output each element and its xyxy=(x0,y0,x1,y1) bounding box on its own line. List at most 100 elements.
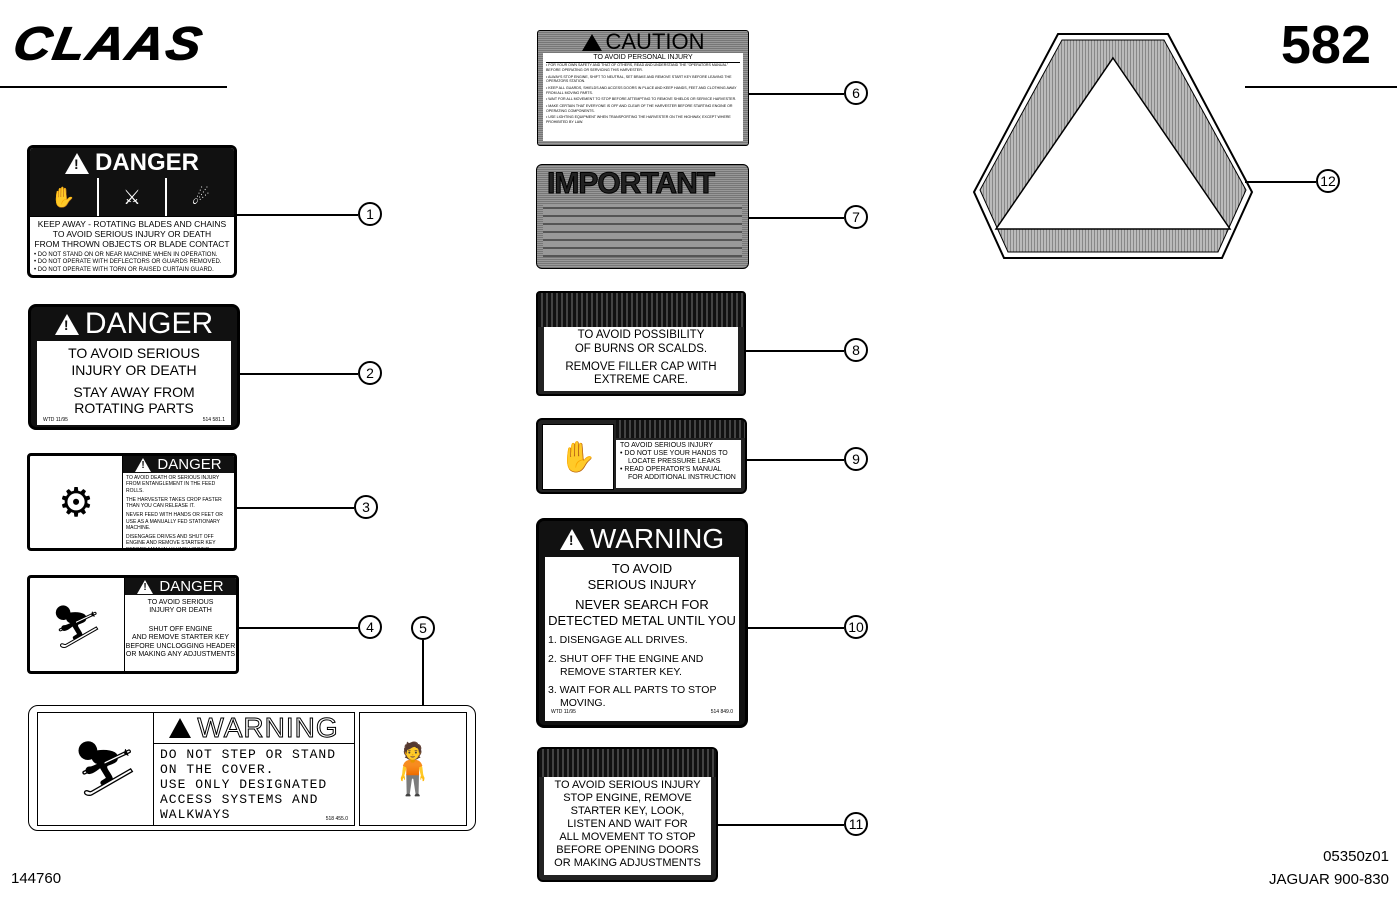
label-11-line7: OR MAKING ADJUSTMENTS xyxy=(554,857,701,869)
callout-12: 12 xyxy=(1316,169,1340,193)
callout-8: 8 xyxy=(844,338,868,362)
label-5-code: 518 455.0 xyxy=(325,816,348,822)
label-11-line2: STOP ENGINE, REMOVE xyxy=(563,792,692,804)
label-2-danger-rotating-parts: DANGER TO AVOID SERIOUS INJURY OR DEATH … xyxy=(28,304,240,430)
label-4-title: DANGER xyxy=(159,578,224,595)
label-2-line3: STAY AWAY FROM xyxy=(73,383,195,400)
leader-9 xyxy=(747,459,844,461)
label-11-line5: ALL MOVEMENT TO STOP xyxy=(559,831,696,843)
label-1-line2: TO AVOID SERIOUS INJURY OR DEATH xyxy=(52,229,212,240)
blade-pictogram-icon: ⚔ xyxy=(98,178,168,216)
page-number: 582 xyxy=(1280,15,1371,75)
label-11-header-graphic xyxy=(539,749,716,777)
label-9-pressure-leaks: ✋ TO AVOID SERIOUS INJURY • DO NOT USE Y… xyxy=(536,418,747,494)
label-7-important: IMPORTANT xyxy=(536,164,749,269)
label-9-line1: TO AVOID SERIOUS INJURY xyxy=(620,442,713,449)
label-4-line5: BEFORE UNCLOGGING HEADER xyxy=(125,642,236,650)
callout-4: 4 xyxy=(358,615,382,639)
label-1-danger-rotating-blades: DANGER ✋ ⚔ ☄ KEEP AWAY - ROTATING BLADES… xyxy=(27,145,237,278)
label-10-step1: 1. DISENGAGE ALL DRIVES. xyxy=(548,634,688,647)
slip-fall-pictogram-icon: ⛷ xyxy=(50,602,104,650)
claas-logo: CLAAS xyxy=(9,17,208,71)
label-9-header-graphic xyxy=(616,420,745,438)
label-11-line4: LISTEN AND WAIT FOR xyxy=(567,818,688,830)
label-7-body-illegible xyxy=(543,205,742,257)
slow-moving-vehicle-emblem xyxy=(972,33,1254,259)
leader-12 xyxy=(1245,181,1316,183)
label-2-title: DANGER xyxy=(84,307,214,340)
label-5-line3: USE ONLY DESIGNATED xyxy=(160,777,328,792)
leader-2 xyxy=(240,373,358,375)
label-3-danger-feed-rolls: ⚙ DANGER TO AVOID DEATH OR SERIOUS INJUR… xyxy=(27,453,237,551)
label-10-code-left: WTD 11/95 xyxy=(551,709,576,716)
label-4-line4: AND REMOVE STARTER KEY xyxy=(132,634,229,642)
callout-11: 11 xyxy=(844,812,868,836)
model-name: JAGUAR 900-830 xyxy=(1268,871,1389,888)
label-4-line6: OR MAKING ANY ADJUSTMENTS xyxy=(125,650,236,658)
leader-3 xyxy=(237,507,354,509)
label-6-bullet: • MAKE CERTAIN THAT EVERYONE IS OFF AND … xyxy=(546,104,733,113)
label-3-p3: NEVER FEED WITH HANDS OR FEET OR USE AS … xyxy=(126,512,223,531)
label-2-line2: INJURY OR DEATH xyxy=(71,361,197,378)
doc-number: 144760 xyxy=(11,870,62,887)
emblem-inner-triangle xyxy=(994,56,1232,230)
label-6-title: CAUTION xyxy=(605,30,705,54)
thrown-objects-pictogram-icon: ☄ xyxy=(167,178,234,216)
label-7-title: IMPORTANT xyxy=(547,167,716,201)
warning-triangle-icon xyxy=(169,718,192,738)
callout-7: 7 xyxy=(844,205,868,229)
label-2-code-right: 514 581.1 xyxy=(202,417,225,424)
label-10-step3: 3. WAIT FOR ALL PARTS TO STOP xyxy=(548,684,717,697)
label-1-line3: FROM THROWN OBJECTS OR BLADE CONTACT xyxy=(34,239,230,250)
callout-5: 5 xyxy=(411,616,435,640)
label-5-line4: ACCESS SYSTEMS AND xyxy=(160,792,319,807)
label-6-bullet: • ALWAYS STOP ENGINE, SHIFT TO NEUTRAL, … xyxy=(546,74,732,84)
label-6-bullet: • FOR YOUR OWN SAFETY AND THAT OF OTHERS… xyxy=(546,63,729,73)
label-6-bullet: • KEEP ALL GUARDS, SHIELDS AND ACCESS DO… xyxy=(546,86,737,95)
leader-11 xyxy=(718,824,844,826)
label-11-line1: TO AVOID SERIOUS INJURY xyxy=(554,779,701,791)
label-6-bullet: • USE LIGHTING EQUIPMENT WHEN TRANSPORTI… xyxy=(546,115,731,125)
label-1-bullet: • DO NOT OPERATE WITH TORN OR RAISED CUR… xyxy=(34,266,214,273)
label-9-line2: • DO NOT USE YOUR HANDS TO xyxy=(620,450,728,458)
leader-1 xyxy=(237,214,358,216)
label-10-step2: 2. SHUT OFF THE ENGINE AND xyxy=(548,652,704,665)
label-8-line4: EXTREME CARE. xyxy=(594,374,688,387)
label-4-line1: TO AVOID SERIOUS xyxy=(147,599,214,606)
label-10-line4: DETECTED METAL UNTIL YOU xyxy=(548,612,736,628)
callout-6: 6 xyxy=(844,81,868,105)
leader-8 xyxy=(746,350,844,352)
label-10-title: WARNING xyxy=(589,523,725,554)
leader-6 xyxy=(749,93,844,95)
label-11-line6: BEFORE OPENING DOORS xyxy=(556,844,699,856)
label-2-line1: TO AVOID SERIOUS xyxy=(68,345,200,361)
leader-5 xyxy=(422,640,424,705)
label-8-header-graphic xyxy=(538,293,744,327)
fluid-injection-pictogram-icon: ✋ xyxy=(542,424,614,490)
label-9-line3: LOCATE PRESSURE LEAKS xyxy=(628,458,721,466)
label-10-step2b: REMOVE STARTER KEY. xyxy=(560,665,682,678)
label-5-title: WARNING xyxy=(197,712,339,744)
label-1-title: DANGER xyxy=(94,149,199,176)
label-4-danger-unclogging: ⛷ DANGER TO AVOID SERIOUS INJURY OR DEAT… xyxy=(27,575,239,674)
label-5-warning-cover: ⛷ WARNING DO NOT STEP OR STAND ON THE CO… xyxy=(28,705,476,831)
label-10-line2: SERIOUS INJURY xyxy=(587,576,697,592)
label-10-warning-detected-metal: WARNING TO AVOID SERIOUS INJURY NEVER SE… xyxy=(536,518,748,728)
header-rule-right xyxy=(1245,86,1397,88)
label-2-code-left: WTD 11/95 xyxy=(43,417,68,424)
label-11-stop-engine: TO AVOID SERIOUS INJURY STOP ENGINE, REM… xyxy=(537,747,718,882)
label-11-line3: STARTER KEY, LOOK, xyxy=(570,805,685,817)
header-rule-left xyxy=(0,86,227,88)
label-5-line1: DO NOT STEP OR STAND xyxy=(160,747,337,762)
label-5-line5: WALKWAYS xyxy=(160,807,231,822)
falling-person-pictogram-icon: ⛷ xyxy=(37,712,175,826)
label-3-p4: DISENGAGE DRIVES AND SHUT OFF ENGINE AND… xyxy=(126,534,216,551)
label-6-caution-personal-injury: CAUTION TO AVOID PERSONAL INJURY • FOR Y… xyxy=(537,30,749,146)
label-6-bullet: • WAIT FOR ALL MOVEMENT TO STOP BEFORE A… xyxy=(546,97,737,102)
label-8-line2: OF BURNS OR SCALDS. xyxy=(574,342,708,355)
label-2-line4: ROTATING PARTS xyxy=(74,400,194,417)
label-4-line3: SHUT OFF ENGINE xyxy=(148,625,213,633)
callout-10: 10 xyxy=(844,615,868,639)
feed-rolls-pictogram-icon: ⚙ xyxy=(32,458,120,548)
label-3-p1: TO AVOID DEATH OR SERIOUS INJURY FROM EN… xyxy=(126,475,220,494)
